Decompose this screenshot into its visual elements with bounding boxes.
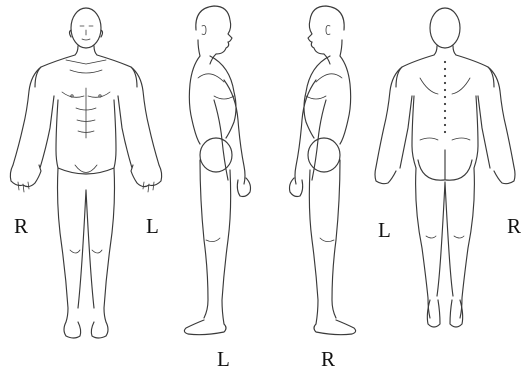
side-right-label: R [321,349,335,370]
spine-dots [444,61,446,133]
back-right-arm [478,67,515,184]
back-left-arm [375,67,412,184]
back-left-label: L [378,220,391,241]
front-left-label: L [146,216,159,237]
back-head [430,8,460,55]
side-left-label: L [217,349,230,370]
back-buttocks [418,150,472,180]
front-right-label: R [14,216,28,237]
back-legs [416,168,475,327]
back-right-label: R [507,216,521,237]
